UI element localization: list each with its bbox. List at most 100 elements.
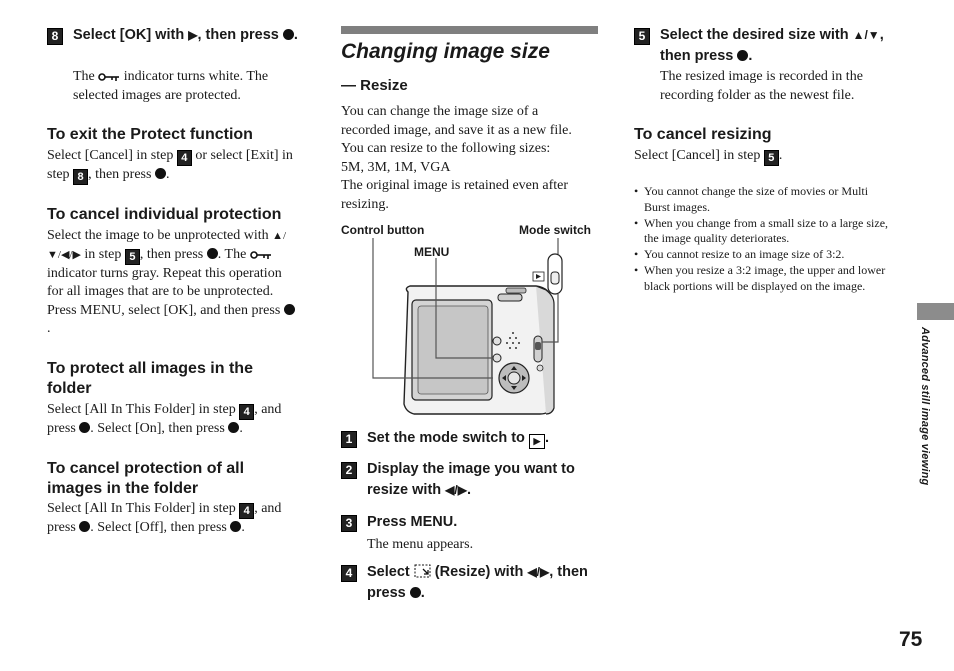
step-5: 5 Select the desired size with ▲/▼, then… [634, 25, 896, 67]
exit-text-c: , then press [88, 167, 155, 182]
protect-all-body: Select [All In This Folder] in step 4, a… [47, 401, 305, 439]
cancel-resize-a: Select [Cancel] in step [634, 148, 764, 163]
step-4-b: (Resize) with [430, 564, 528, 580]
center-button-icon [154, 168, 166, 179]
step-ref-8: 8 [73, 169, 89, 185]
step-2-text: Display the image you want to resize wit… [367, 461, 575, 498]
step-8-body: The indicator turns white. The selected … [73, 68, 303, 105]
right-arrow-icon: ▶ [188, 28, 198, 42]
step-4: 4 Select (Resize) with ◀/▶, then press . [341, 562, 601, 604]
heading-cancel-resizing: To cancel resizing [634, 126, 772, 143]
caption-menu: MENU [414, 245, 450, 259]
step-4-d: . [420, 585, 425, 601]
intro-line: You can resize to the following sizes: [341, 141, 551, 156]
notes-list: You cannot change the size of movies or … [634, 184, 892, 295]
resize-icon [414, 564, 431, 578]
cancel-all-c: . Select [Off], then press [90, 520, 231, 535]
step-number-5: 5 [634, 28, 650, 45]
step-1: 1 Set the mode switch to ▶. [341, 428, 601, 449]
protect-all-a: Select [All In This Folder] in step [47, 402, 240, 417]
caption-control-button: Control button [341, 223, 425, 237]
step-1-end: . [544, 430, 549, 446]
step-4-a: Select [367, 564, 414, 580]
cancel-ind-a: Select the image to be unprotected with [47, 228, 273, 243]
step-ref-4: 4 [176, 150, 192, 166]
heading-cancel-all: To cancel protection of all images in th… [47, 460, 245, 497]
left-right-arrow-icon: ◀/▶ [527, 565, 550, 579]
chapter-tab [917, 303, 954, 320]
intro-line: You can change the image size of a [341, 104, 539, 119]
step-5-a: Select the desired size with [660, 27, 853, 43]
step-number-2: 2 [341, 462, 357, 479]
step-ref-5: 5 [763, 150, 779, 166]
heading-exit-protect: To exit the Protect function [47, 126, 253, 143]
center-button-icon [409, 587, 421, 598]
page-subtitle: — Resize [341, 77, 408, 94]
cancel-all-a: Select [All In This Folder] in step [47, 501, 240, 516]
step-8-text-b: , then press [197, 27, 283, 43]
cancel-all-b: , and press [47, 501, 282, 535]
intro-text: You can change the image size of a recor… [341, 103, 601, 214]
exit-protect-body: Select [Cancel] in step 4 or select [Exi… [47, 147, 305, 185]
page-number: 75 [899, 628, 923, 651]
heading-protect-all: To protect all images in the folder [47, 360, 253, 397]
step-number-3: 3 [341, 515, 357, 532]
protect-all-b: , and press [47, 402, 282, 436]
step-number-8: 8 [47, 28, 63, 45]
section-rule [341, 26, 598, 34]
step-8-body-b: indicator turns white. The selected imag… [73, 69, 269, 103]
exit-text-d: . [165, 167, 170, 182]
step-8: 8 Select [OK] with ▶, then press . [47, 25, 307, 46]
step-5-body: The resized image is recorded in the rec… [660, 69, 863, 103]
note-item: You cannot change the size of movies or … [634, 184, 892, 216]
cancel-ind-d: . The [217, 246, 250, 262]
intro-line: The original image is retained even afte… [341, 178, 569, 193]
cancel-ind-b: in step [80, 246, 125, 262]
step-3-text: Press MENU. [367, 514, 458, 530]
step-number-1: 1 [341, 431, 357, 448]
step-number-4: 4 [341, 565, 357, 582]
note-item: When you change from a small size to a l… [634, 216, 892, 248]
step-8-body-a: The [73, 69, 99, 84]
intro-line: resizing. [341, 196, 389, 212]
step-3-body: The menu appears. [367, 537, 474, 552]
protect-key-icon [249, 250, 271, 259]
caption-mode-switch: Mode switch [519, 223, 592, 237]
step-1-text: Set the mode switch to [367, 430, 529, 446]
center-button-icon [79, 422, 91, 433]
step-2: 2 Display the image you want to resize w… [341, 459, 601, 501]
camera-illustration [372, 238, 563, 415]
step-ref-4: 4 [239, 503, 255, 519]
center-button-icon [230, 521, 242, 532]
step-5-c: . [748, 48, 753, 64]
heading-cancel-individual: To cancel individual protection [47, 206, 282, 223]
chapter-side-label: Advanced still image viewing [919, 327, 931, 486]
center-button-icon [79, 521, 91, 532]
center-button-icon [737, 50, 749, 61]
step-8-text-c: . [293, 27, 298, 43]
center-button-icon [283, 303, 295, 315]
up-down-arrow-icon: ▲/▼ [852, 28, 880, 42]
cancel-ind-c: , then press [139, 246, 207, 262]
step-ref-4: 4 [239, 404, 255, 420]
cancel-individual-body: Select the image to be unprotected with … [47, 227, 297, 339]
note-item: You cannot resize to an image size of 3:… [634, 247, 892, 263]
protect-all-d: . [239, 421, 243, 436]
step-4-c: , then press [367, 564, 588, 601]
cancel-all-body: Select [All In This Folder] in step 4, a… [47, 500, 305, 538]
cancel-resizing-body: Select [Cancel] in step 5. [634, 147, 896, 166]
page-title: Changing image size [341, 40, 550, 63]
center-button-icon [228, 422, 240, 433]
step-3: 3 Press MENU. [341, 512, 601, 533]
exit-text-a: Select [Cancel] in step [47, 148, 177, 163]
protect-key-icon [98, 73, 120, 81]
playback-icon: ▶ [528, 434, 545, 449]
cancel-ind-f: . [47, 321, 51, 336]
center-button-icon [206, 247, 218, 259]
step-5-b: , then press [660, 27, 884, 64]
intro-line: recorded image, and save it as a new fil… [341, 122, 572, 138]
cancel-ind-e: indicator turns gray. Repeat this operat… [47, 265, 284, 318]
note-item: When you resize a 3:2 image, the upper a… [634, 263, 892, 295]
cancel-resize-b: . [778, 148, 783, 163]
center-button-icon [282, 29, 294, 40]
